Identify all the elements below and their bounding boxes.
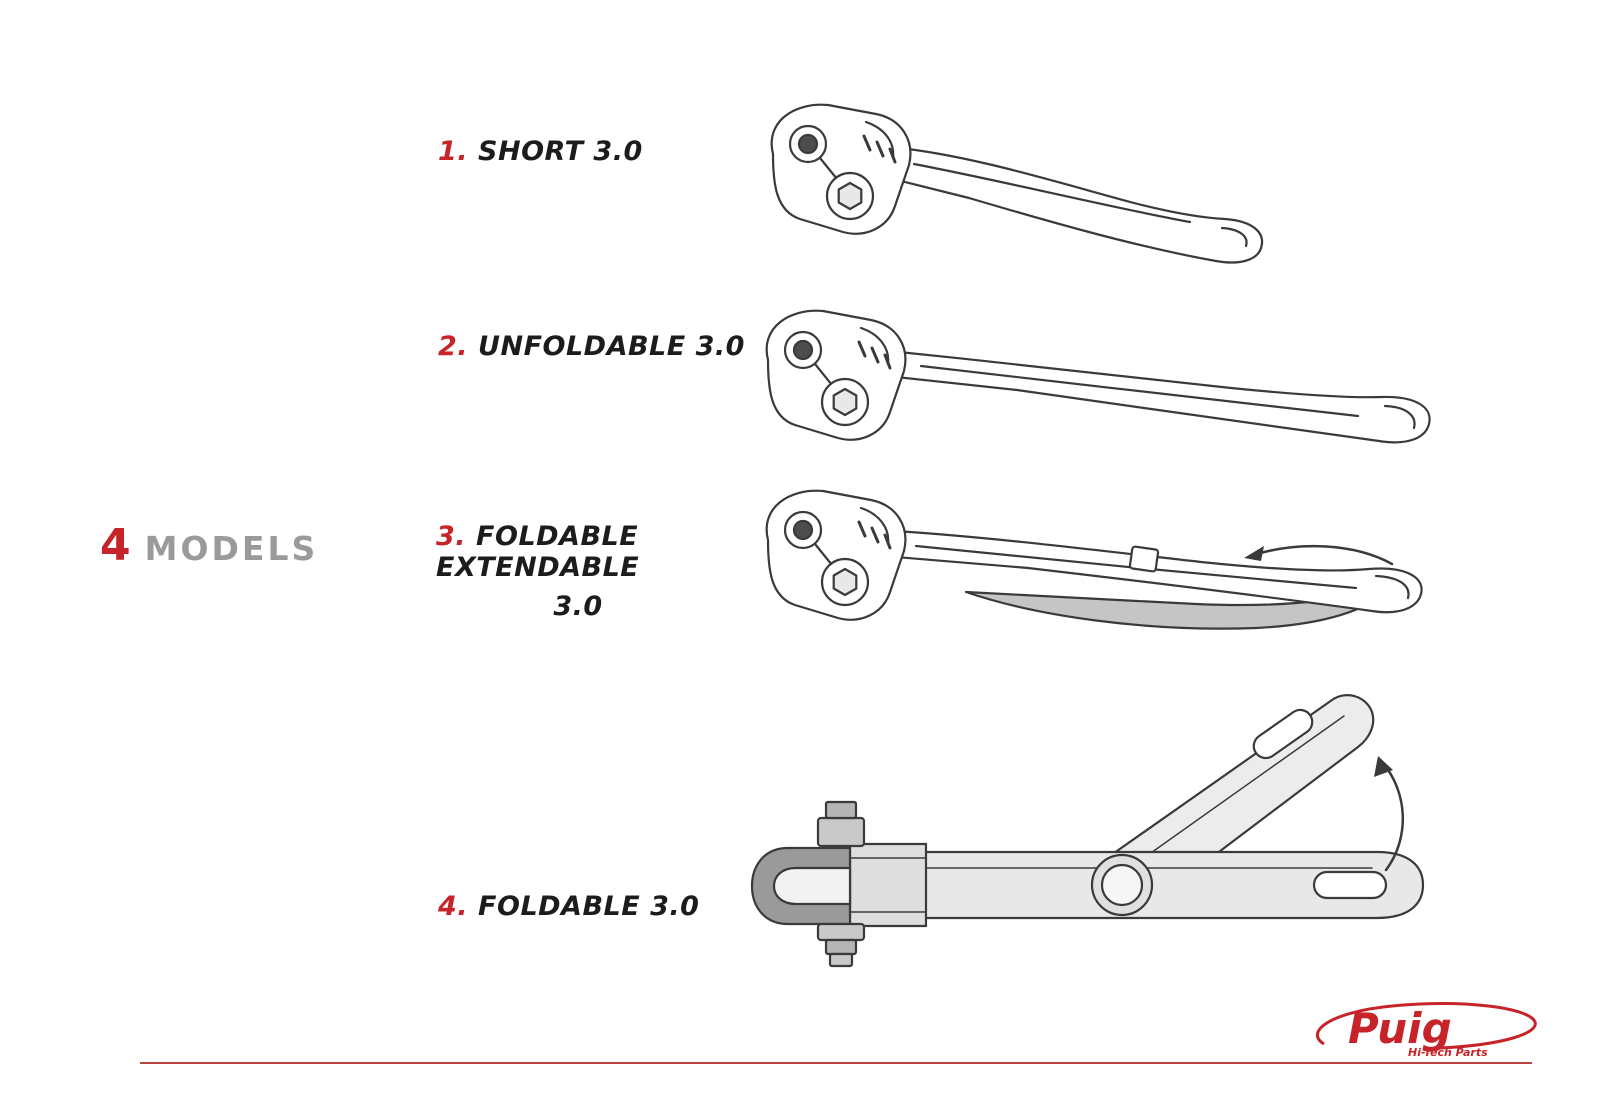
model-name: UNFOLDABLE 3.0 xyxy=(478,331,745,362)
model-name: FOLDABLE 3.0 xyxy=(478,891,700,922)
lever-unfoldable-illustration xyxy=(716,296,1441,471)
lever-foldable-extendable-illustration xyxy=(716,476,1448,681)
model-name: FOLDABLE EXTENDABLE xyxy=(436,521,640,583)
model-name-line2: 3.0 xyxy=(553,591,603,622)
model-label-unfoldable: 2. UNFOLDABLE 3.0 xyxy=(438,331,745,362)
fold-arrow-icon xyxy=(1374,756,1404,872)
blade xyxy=(885,350,1431,444)
lever-foldable-extendable-drawing xyxy=(765,489,1423,630)
lever-short-illustration xyxy=(716,92,1276,297)
lever-foldable-illustration xyxy=(722,672,1434,990)
model-number: 2. xyxy=(438,331,469,362)
fold-pivot xyxy=(1090,853,1154,917)
brand-name: Puig xyxy=(1348,1004,1452,1053)
model-number: 1. xyxy=(438,136,469,167)
puig-logo-drawing: Puig Hi-Tech Parts xyxy=(1316,1002,1537,1059)
lever-unfoldable-drawing xyxy=(765,309,1431,444)
model-number: 3. xyxy=(436,521,467,552)
lever-foldable-drawing xyxy=(750,694,1425,968)
models-heading: 4 MODELS xyxy=(100,520,318,571)
models-count: 4 xyxy=(100,520,131,571)
model-label-short: 1. SHORT 3.0 xyxy=(438,136,643,167)
model-number: 4. xyxy=(438,891,469,922)
model-label-foldable-extendable: 3.FOLDABLE EXTENDABLE 3.0 xyxy=(436,521,720,622)
logo-swoosh xyxy=(1316,1002,1537,1050)
model-name: SHORT 3.0 xyxy=(478,136,643,167)
model-label-foldable: 4. FOLDABLE 3.0 xyxy=(438,891,699,922)
extend-arrow-icon xyxy=(1244,544,1394,566)
models-label: MODELS xyxy=(144,529,319,568)
blade xyxy=(879,145,1264,264)
brand-tagline: Hi-Tech Parts xyxy=(1408,1046,1488,1059)
handlebar-clamp xyxy=(750,800,928,968)
lever-short-drawing xyxy=(770,103,1264,264)
puig-logo: Puig Hi-Tech Parts xyxy=(1290,998,1546,1060)
footer-rule xyxy=(140,1062,1532,1064)
